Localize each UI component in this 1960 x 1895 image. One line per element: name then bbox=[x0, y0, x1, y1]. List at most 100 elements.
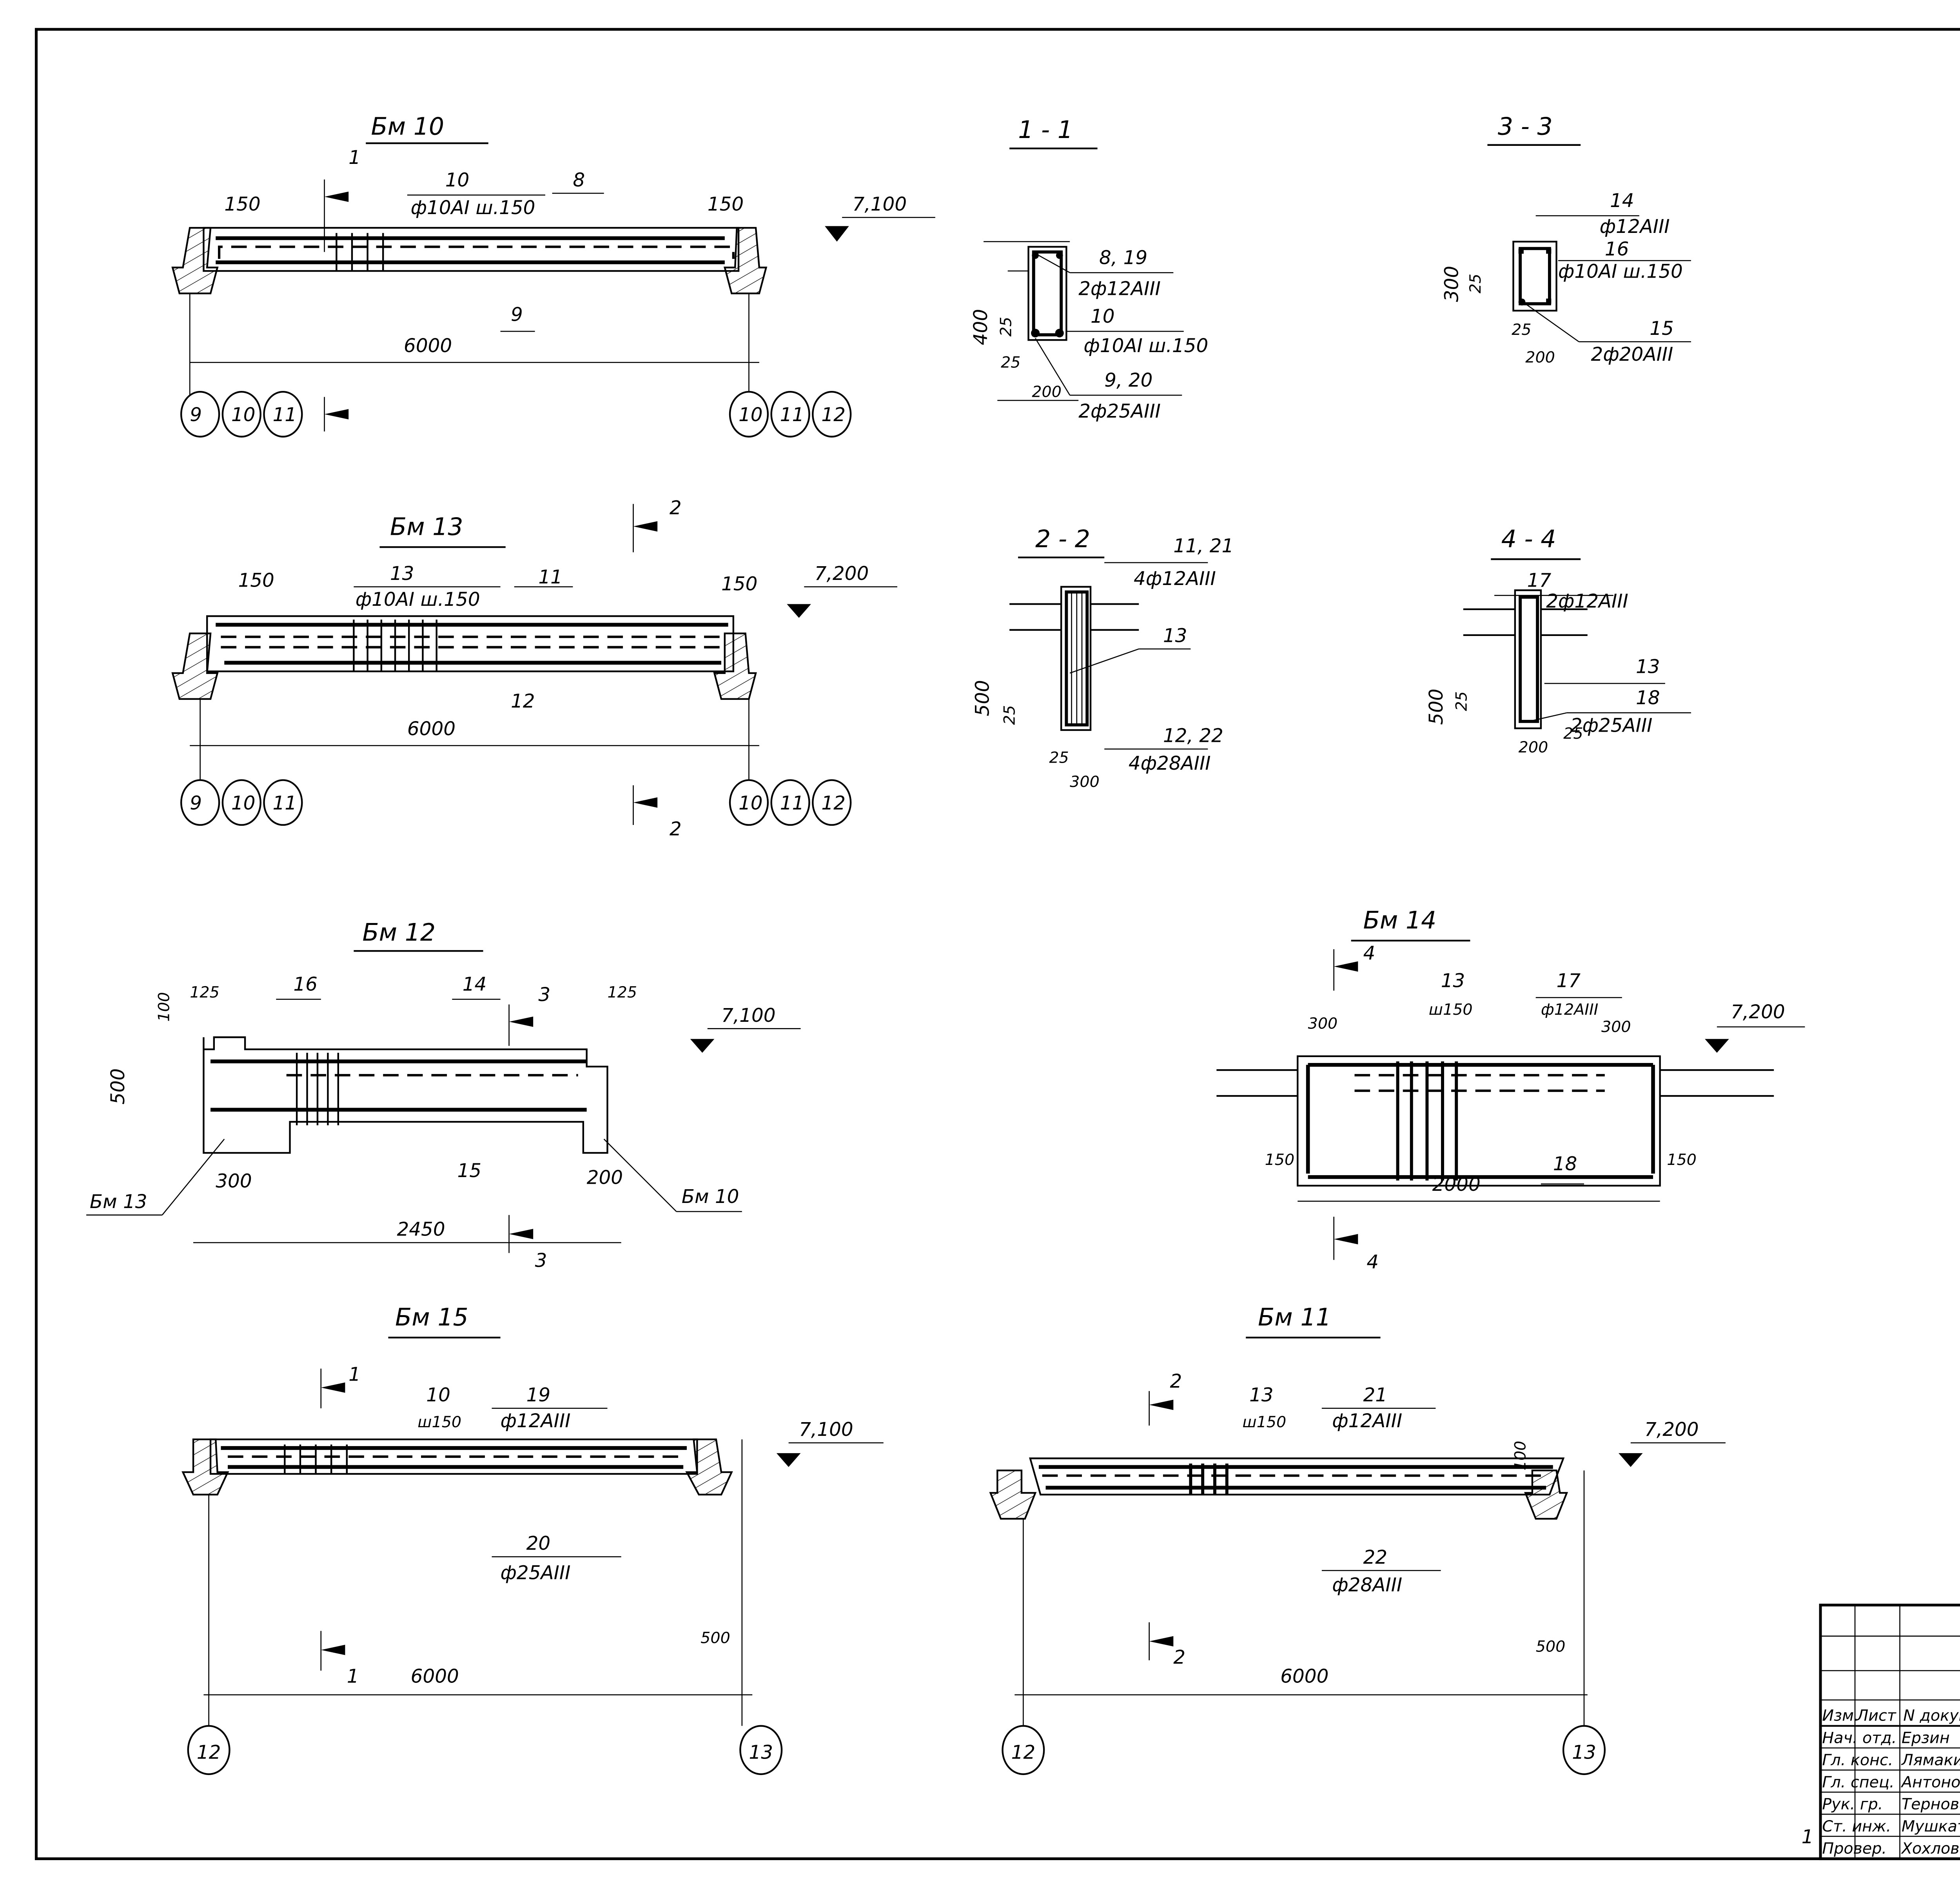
svg-text:300: 300 bbox=[1601, 1018, 1631, 1036]
svg-text:300: 300 bbox=[1308, 1014, 1338, 1032]
grid-axis-label: 11 bbox=[780, 792, 804, 814]
svg-text:ф10АI ш.150: ф10АI ш.150 bbox=[356, 589, 480, 610]
beam-outline bbox=[1297, 1055, 1661, 1187]
svg-text:2ф25АIII: 2ф25АIII bbox=[1078, 400, 1161, 422]
staff-name: Ерзин bbox=[1902, 1729, 1950, 1747]
svg-text:10: 10 bbox=[1091, 305, 1115, 327]
grid-axis-marker bbox=[770, 391, 810, 438]
staff-row: Рук. гр.Терновая bbox=[1822, 1795, 1960, 1813]
svg-text:ш150: ш150 bbox=[417, 1413, 461, 1431]
grid-axis-label: 11 bbox=[780, 404, 804, 426]
svg-text:12: 12 bbox=[197, 1741, 221, 1763]
svg-text:1: 1 bbox=[348, 147, 361, 169]
svg-text:21: 21 bbox=[1363, 1384, 1388, 1406]
svg-text:7,200: 7,200 bbox=[1644, 1419, 1699, 1441]
svg-text:1: 1 bbox=[348, 1363, 361, 1385]
section-arrow-icon bbox=[633, 521, 658, 532]
grid-axis-marker bbox=[1562, 1725, 1606, 1775]
svg-text:25: 25 bbox=[1466, 274, 1485, 293]
svg-text:25: 25 bbox=[1512, 321, 1531, 339]
svg-text:18: 18 bbox=[1636, 687, 1660, 709]
svg-text:100: 100 bbox=[1511, 1441, 1529, 1471]
section-arrow-icon bbox=[633, 797, 658, 808]
svg-text:25: 25 bbox=[1049, 749, 1069, 767]
sheet-frame bbox=[34, 28, 1960, 1860]
svg-text:150: 150 bbox=[708, 193, 744, 215]
svg-text:500: 500 bbox=[107, 1068, 129, 1105]
grid-axis-marker bbox=[221, 779, 261, 826]
svg-text:300: 300 bbox=[1441, 266, 1463, 302]
grid-axis-marker bbox=[180, 779, 220, 826]
svg-text:4: 4 bbox=[1363, 942, 1376, 964]
svg-text:Бм 13: Бм 13 bbox=[390, 513, 463, 541]
svg-text:6000: 6000 bbox=[411, 1666, 459, 1688]
svg-text:125: 125 bbox=[190, 983, 220, 1001]
svg-text:Бм 11: Бм 11 bbox=[1258, 1303, 1331, 1331]
svg-text:15: 15 bbox=[1650, 318, 1674, 340]
svg-text:Бм 12: Бм 12 bbox=[362, 918, 436, 947]
svg-text:3: 3 bbox=[538, 984, 550, 1006]
svg-text:Бм 10: Бм 10 bbox=[682, 1186, 739, 1208]
svg-text:1: 1 bbox=[1802, 1826, 1814, 1848]
section-arrow-icon bbox=[324, 191, 349, 202]
grid-axis-label: 12 bbox=[821, 404, 846, 426]
grid-axis-label: 11 bbox=[273, 792, 297, 814]
stirrup-line bbox=[218, 245, 735, 259]
svg-text:25: 25 bbox=[1453, 691, 1471, 711]
svg-text:ф10АI ш.150: ф10АI ш.150 bbox=[1083, 335, 1208, 357]
svg-text:15: 15 bbox=[457, 1160, 482, 1182]
grid-axis-marker bbox=[263, 391, 303, 438]
svg-text:2ф25АIII: 2ф25АIII bbox=[1570, 714, 1653, 736]
svg-text:150: 150 bbox=[1265, 1151, 1295, 1169]
svg-text:300: 300 bbox=[216, 1170, 252, 1192]
svg-text:ф12АIII: ф12АIII bbox=[1332, 1410, 1402, 1432]
staff-row: Ст. инж.Мушкатина16.2.82 bbox=[1822, 1817, 1960, 1835]
svg-text:12, 22: 12, 22 bbox=[1163, 725, 1223, 747]
svg-text:2: 2 bbox=[1173, 1646, 1185, 1668]
svg-text:17: 17 bbox=[1557, 970, 1581, 992]
staff-role: Провер. bbox=[1822, 1839, 1887, 1857]
svg-text:ш150: ш150 bbox=[1242, 1413, 1286, 1431]
grid-axis-label: 11 bbox=[273, 404, 297, 426]
level-mark-icon bbox=[825, 226, 849, 242]
svg-text:7,200: 7,200 bbox=[1731, 1001, 1785, 1023]
beam-outline bbox=[203, 1036, 608, 1154]
section-arrow-icon bbox=[321, 1644, 345, 1655]
grid-axis-label: 12 bbox=[821, 792, 846, 814]
svg-text:Бм 13: Бм 13 bbox=[90, 1191, 147, 1213]
beam-title: Бм 10 bbox=[371, 112, 444, 140]
svg-text:25: 25 bbox=[997, 317, 1015, 336]
grid-axis-label: 10 bbox=[739, 404, 763, 426]
svg-text:7,100: 7,100 bbox=[853, 193, 907, 215]
beam-bm13: Бм 13 150 150 13 ф10АI ш.150 11 12 6000 … bbox=[171, 497, 897, 840]
section-1-1: 1 - 1 8, 19 2ф12АIII 10 ф10АI ш.150 9, 2… bbox=[970, 116, 1208, 422]
svg-text:7,200: 7,200 bbox=[815, 563, 869, 585]
svg-text:400: 400 bbox=[970, 309, 992, 345]
title-block: ТП 903-1-153- КЖ Котельная с 4 котлами К… bbox=[1802, 1604, 1960, 1860]
svg-text:16: 16 bbox=[1605, 238, 1629, 260]
svg-text:8: 8 bbox=[573, 169, 585, 191]
svg-text:19: 19 bbox=[526, 1384, 551, 1406]
svg-text:Бм 15: Бм 15 bbox=[395, 1303, 468, 1331]
svg-text:2 - 2: 2 - 2 bbox=[1035, 525, 1090, 553]
svg-text:3 - 3: 3 - 3 bbox=[1498, 112, 1553, 140]
title-header: Лист bbox=[1856, 1706, 1896, 1724]
beam-outline bbox=[203, 227, 740, 272]
svg-text:4: 4 bbox=[1367, 1251, 1379, 1273]
staff-role: Рук. гр. bbox=[1822, 1795, 1883, 1813]
svg-text:8, 19: 8, 19 bbox=[1099, 247, 1147, 269]
grid-axis-marker bbox=[187, 1725, 230, 1775]
svg-text:ф12АIII: ф12АIII bbox=[1541, 1001, 1598, 1019]
svg-text:150: 150 bbox=[238, 570, 274, 592]
section-2-2: 2 - 2 11, 21 4ф12АIII 13 12, 22 4ф28АIII… bbox=[971, 525, 1234, 791]
staff-role: Гл. спец. bbox=[1822, 1773, 1894, 1791]
svg-text:18: 18 bbox=[1553, 1153, 1577, 1175]
svg-text:500: 500 bbox=[701, 1629, 730, 1647]
svg-text:150: 150 bbox=[1667, 1151, 1697, 1169]
grid-axis-marker bbox=[739, 1725, 783, 1775]
svg-text:Бм 14: Бм 14 bbox=[1363, 906, 1437, 934]
svg-text:500: 500 bbox=[1536, 1637, 1566, 1655]
beam-bm10: Бм 10 150 150 10 ф10АI ш.150 8 9 6000 7,… bbox=[171, 112, 935, 438]
svg-text:ф28АIII: ф28АIII bbox=[1332, 1574, 1402, 1596]
grid-axis-marker bbox=[729, 779, 769, 826]
